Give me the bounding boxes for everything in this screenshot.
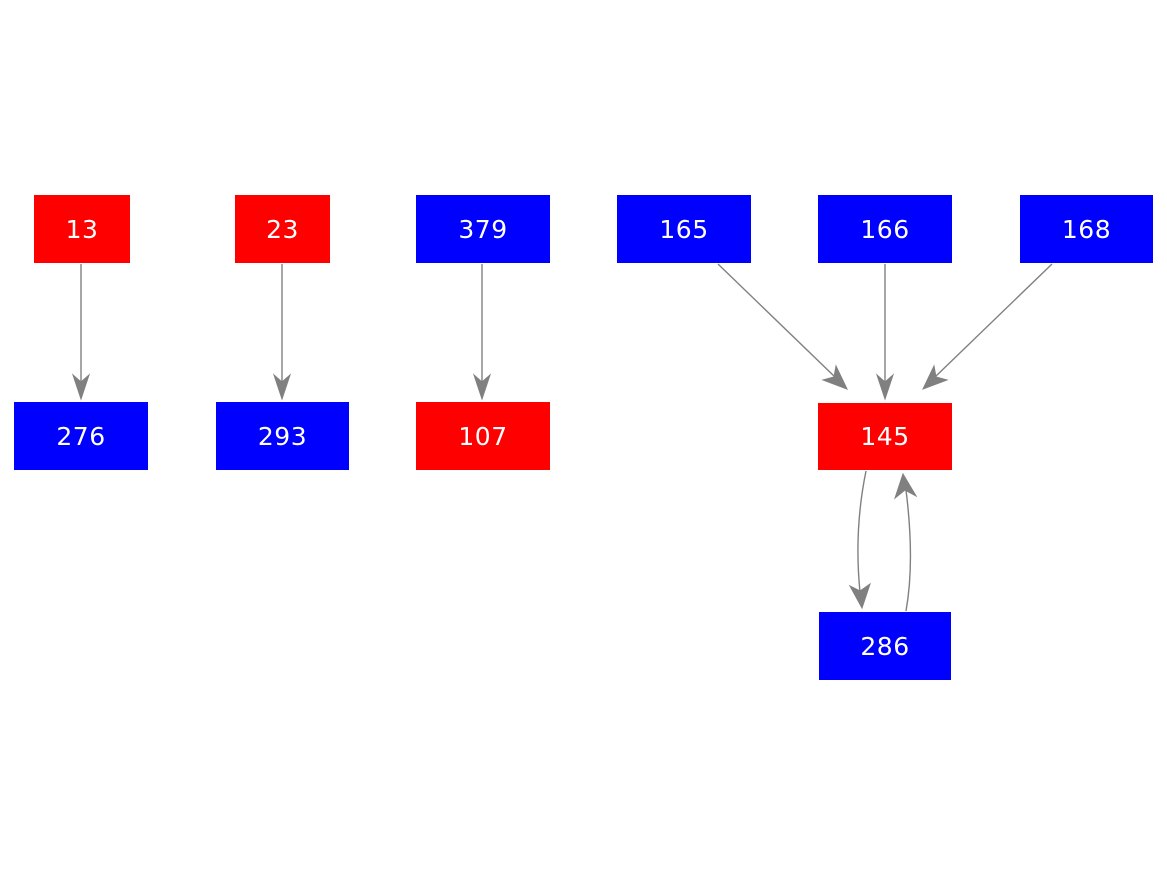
edge-145-to-286	[848, 470, 871, 610]
node-label: 166	[860, 214, 910, 244]
graph-node-145[interactable]: 145	[818, 403, 952, 470]
graph-node-107[interactable]: 107	[416, 402, 550, 470]
node-label: 168	[1061, 214, 1112, 244]
arrowhead-icon	[472, 373, 492, 401]
node-label: 379	[458, 214, 508, 244]
graph-node-13[interactable]: 13	[34, 195, 130, 263]
graph-node-168[interactable]: 168	[1020, 195, 1153, 263]
edge-165-to-145	[717, 263, 848, 390]
edge-line	[857, 470, 867, 593]
edge-286-to-145	[893, 472, 918, 612]
node-label: 145	[860, 422, 910, 451]
graph-node-286[interactable]: 286	[819, 612, 951, 680]
edge-166-to-145	[875, 264, 895, 401]
edge-168-to-145	[922, 263, 1053, 390]
graph-node-23[interactable]: 23	[235, 195, 330, 263]
arrowhead-icon	[922, 364, 949, 390]
arrowhead-icon	[821, 364, 848, 390]
graph-node-276[interactable]: 276	[14, 402, 148, 470]
graph-node-166[interactable]: 166	[818, 195, 952, 263]
arrowhead-icon	[272, 373, 292, 401]
arrowhead-icon	[893, 472, 918, 500]
node-label: 286	[860, 631, 910, 661]
edge-379-to-107	[472, 264, 492, 401]
edge-line	[717, 263, 836, 378]
node-label: 165	[659, 214, 709, 244]
node-label: 13	[65, 214, 99, 244]
node-label: 107	[458, 421, 508, 451]
graph-node-379[interactable]: 379	[416, 195, 550, 263]
graph-node-165[interactable]: 165	[617, 195, 751, 263]
node-label: 23	[266, 214, 299, 244]
node-label: 293	[257, 421, 308, 451]
arrowhead-icon	[875, 373, 895, 401]
edge-line	[934, 263, 1053, 378]
arrowhead-icon	[71, 373, 91, 401]
graph-node-293[interactable]: 293	[216, 402, 349, 470]
arrowhead-icon	[848, 582, 871, 610]
edge-line	[905, 489, 912, 612]
edge-13-to-276	[71, 264, 91, 401]
node-label: 276	[56, 421, 106, 451]
edge-23-to-293	[272, 264, 292, 401]
